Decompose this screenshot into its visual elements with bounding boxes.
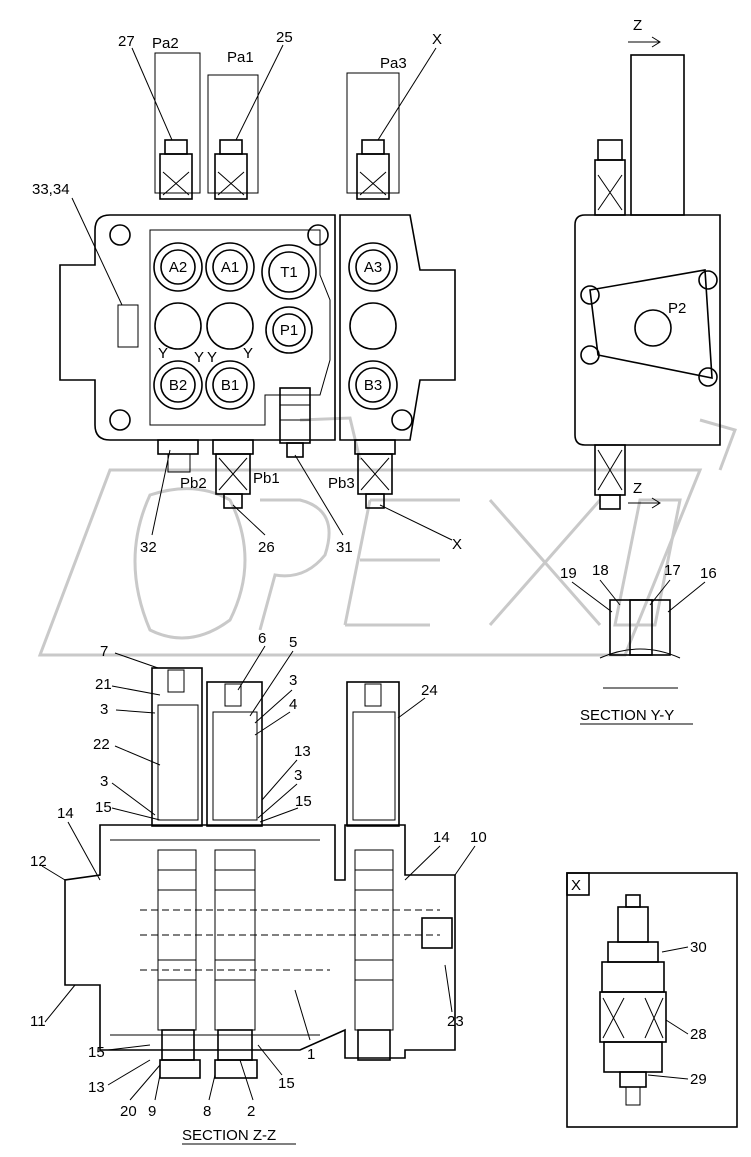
- svg-text:B1: B1: [221, 377, 239, 394]
- port-b2: B2: [153, 360, 203, 410]
- svg-text:29: 29: [690, 1071, 707, 1088]
- svg-text:P2: P2: [668, 300, 686, 317]
- svg-text:26: 26: [258, 539, 275, 556]
- section-yy: 19 18 17 16 SECTION Y-Y: [560, 562, 717, 725]
- svg-text:B3: B3: [364, 377, 382, 394]
- svg-text:16: 16: [700, 565, 717, 582]
- port-a3: A3: [348, 242, 398, 292]
- svg-text:14: 14: [433, 829, 450, 846]
- opex-watermark: [37, 416, 737, 657]
- svg-text:28: 28: [690, 1026, 707, 1043]
- svg-text:Pb2: Pb2: [180, 475, 207, 492]
- pilot-fitting-pb1: [212, 439, 254, 509]
- svg-text:14: 14: [57, 805, 74, 822]
- svg-text:20: 20: [120, 1103, 137, 1120]
- svg-text:15: 15: [95, 799, 112, 816]
- svg-text:Z: Z: [633, 480, 642, 497]
- svg-text:A2: A2: [169, 259, 187, 276]
- port-p1: P1: [265, 306, 313, 354]
- port-a2: A2: [153, 242, 203, 292]
- svg-text:Y: Y: [243, 345, 253, 362]
- spool-1: [157, 849, 197, 1061]
- svg-text:Pa3: Pa3: [380, 55, 407, 72]
- valve-body-left: [59, 214, 336, 441]
- port-b1: B1: [205, 360, 255, 410]
- svg-text:Y: Y: [158, 345, 168, 362]
- relief-valve-31: [279, 387, 311, 458]
- svg-text:19: 19: [560, 565, 577, 582]
- pilot-fitting-pa3: [356, 139, 390, 200]
- svg-text:7: 7: [100, 643, 108, 660]
- svg-text:24: 24: [421, 682, 438, 699]
- svg-text:Z: Z: [633, 17, 642, 34]
- svg-text:T1: T1: [280, 264, 298, 281]
- spool-3: [354, 849, 394, 1061]
- svg-text:33,34: 33,34: [32, 181, 70, 198]
- svg-text:32: 32: [140, 539, 157, 556]
- svg-text:23: 23: [447, 1013, 464, 1030]
- svg-text:Pa1: Pa1: [227, 49, 254, 66]
- pilot-fitting-pb3: [354, 439, 396, 509]
- svg-text:3: 3: [294, 767, 302, 784]
- port-b3: B3: [348, 360, 398, 410]
- svg-text:21: 21: [95, 676, 112, 693]
- svg-text:15: 15: [278, 1075, 295, 1092]
- port-t1: T1: [261, 244, 317, 300]
- svg-text:P1: P1: [280, 322, 298, 339]
- svg-text:2: 2: [247, 1103, 255, 1120]
- svg-text:15: 15: [295, 793, 312, 810]
- svg-text:25: 25: [276, 29, 293, 46]
- section-body: [64, 824, 456, 1059]
- svg-text:30: 30: [690, 939, 707, 956]
- section-zz-title: SECTION Z-Z: [182, 1127, 276, 1144]
- svg-text:1: 1: [307, 1046, 315, 1063]
- svg-text:5: 5: [289, 634, 297, 651]
- svg-text:15: 15: [88, 1044, 105, 1061]
- svg-text:B2: B2: [169, 377, 187, 394]
- svg-text:17: 17: [664, 562, 681, 579]
- svg-text:11: 11: [30, 1013, 46, 1030]
- svg-text:A1: A1: [221, 259, 239, 276]
- svg-text:4: 4: [289, 696, 297, 713]
- side-view: P2 Z Z: [574, 17, 721, 510]
- svg-text:A3: A3: [364, 259, 382, 276]
- svg-text:Y: Y: [207, 349, 217, 366]
- svg-text:27: 27: [118, 33, 135, 50]
- svg-text:6: 6: [258, 630, 266, 647]
- svg-text:Y: Y: [194, 349, 204, 366]
- svg-text:X: X: [452, 536, 462, 553]
- spool-2: [214, 849, 256, 1061]
- section-yy-title: SECTION Y-Y: [580, 707, 674, 724]
- svg-text:31: 31: [336, 539, 353, 556]
- svg-text:X: X: [432, 31, 442, 48]
- svg-text:3: 3: [100, 701, 108, 718]
- port-a1: A1: [205, 242, 255, 292]
- svg-text:Pb1: Pb1: [253, 470, 280, 487]
- svg-text:13: 13: [88, 1079, 105, 1096]
- svg-text:9: 9: [148, 1103, 156, 1120]
- svg-text:3: 3: [289, 672, 297, 689]
- top-view: A2 A1 T1 A3 P1 B2 B1 B3: [32, 29, 462, 556]
- pilot-fitting-pa1: [214, 139, 248, 200]
- detail-x: X 30 28 29: [566, 872, 738, 1128]
- svg-text:8: 8: [203, 1103, 211, 1120]
- svg-text:22: 22: [93, 736, 110, 753]
- section-zz: 7 6 5 21 3 3 4 24 22 13 3 3 15 15 14 14 …: [30, 630, 487, 1145]
- svg-text:Pb3: Pb3: [328, 475, 355, 492]
- svg-text:3: 3: [100, 773, 108, 790]
- pilot-fitting-pa2: [159, 139, 193, 200]
- svg-text:13: 13: [294, 743, 311, 760]
- svg-text:Pa2: Pa2: [152, 35, 179, 52]
- pilot-fitting-pb2: [157, 439, 199, 473]
- svg-text:X: X: [571, 877, 581, 894]
- svg-text:10: 10: [470, 829, 487, 846]
- svg-text:18: 18: [592, 562, 609, 579]
